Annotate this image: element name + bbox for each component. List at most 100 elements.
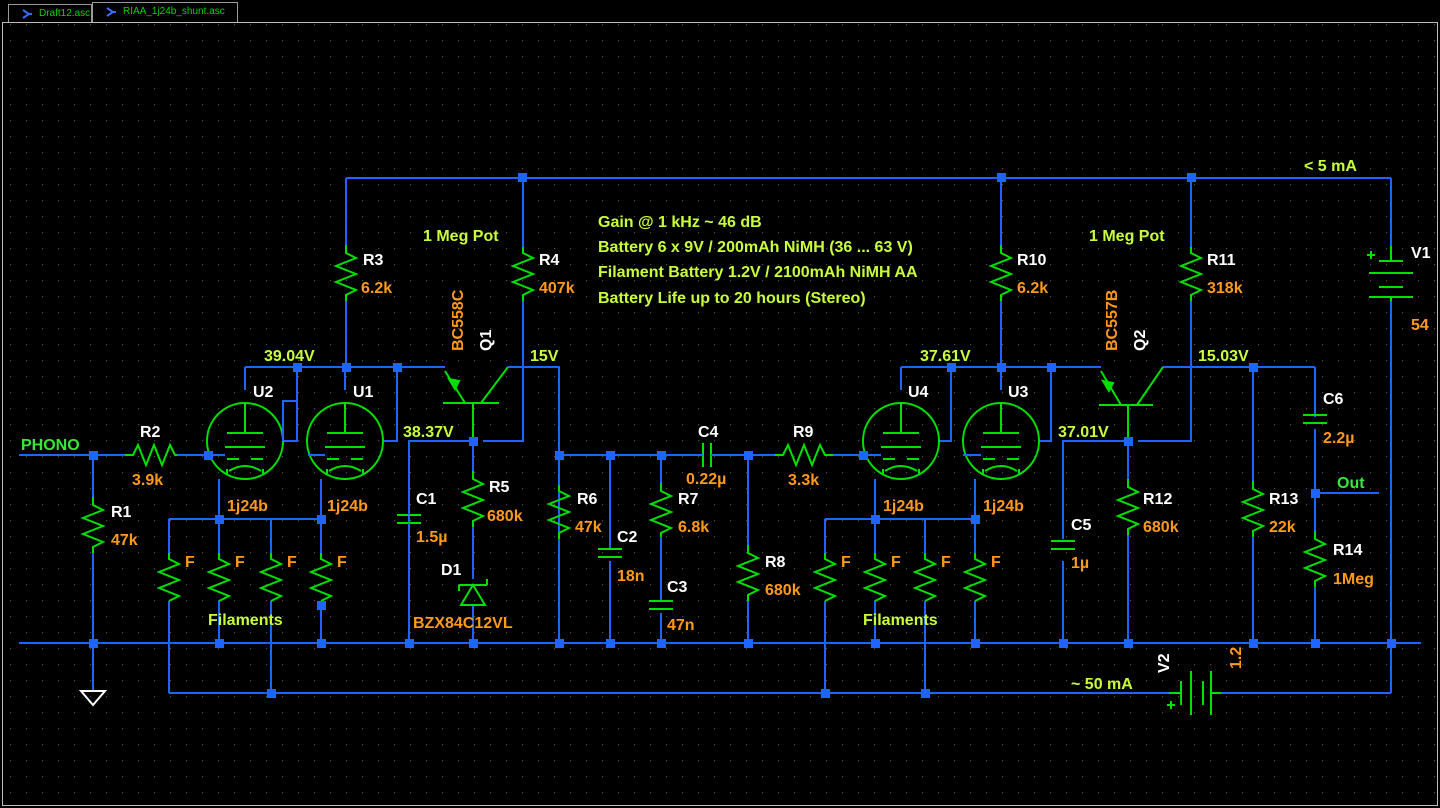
parts-c4-value: 0.22µ [686, 471, 726, 488]
transistors [443, 366, 1164, 441]
parts-r11-value: 318k [1207, 280, 1243, 297]
parts-r2-value: 3.9k [132, 472, 163, 489]
tube-grid-wires [208, 400, 981, 501]
R3 [333, 245, 359, 301]
parts-r10-value: 6.2k [1017, 280, 1048, 297]
R12 [1115, 479, 1141, 535]
parts-u3-name: U3 [1008, 384, 1029, 401]
parts-q1-value: BC558C [450, 289, 467, 351]
parts-c6-name: C6 [1323, 391, 1344, 408]
R10 [988, 245, 1014, 301]
parts-r8-value: 680k [765, 582, 801, 599]
parts-r3-name: R3 [363, 252, 384, 269]
parts-c6-value: 2.2µ [1323, 430, 1354, 447]
parts-r13-name: R13 [1269, 491, 1298, 508]
parts-r2-name: R2 [140, 424, 161, 441]
schematic-drawing[interactable]: Gain @ 1 kHz ~ 46 dB Battery 6 x 9V / 20… [3, 23, 1437, 805]
parts-u4-name: U4 [908, 384, 929, 401]
Q2 [1099, 366, 1164, 441]
note-gain: Gain @ 1 kHz ~ 46 dB [598, 214, 762, 231]
parts-c5-value: 1µ [1071, 555, 1089, 572]
cap-stubs [408, 441, 717, 643]
parts-r14-value: 1Meg [1333, 571, 1374, 588]
tubes [206, 402, 1040, 480]
schematic-icon [22, 9, 32, 19]
parts-c5-name: C5 [1071, 517, 1092, 534]
voltage-39: 39.04V [264, 348, 315, 365]
parts-u1-value: 1j24b [327, 498, 368, 515]
parts-r1-name: R1 [111, 504, 132, 521]
filaments-f: F [185, 554, 195, 571]
filaments-left: Filaments [208, 612, 283, 629]
grid [3, 23, 1437, 805]
parts-u4-value: 1j24b [883, 498, 924, 515]
parts-d1-value: BZX84C12VL [413, 615, 513, 632]
filaments-f: F [235, 554, 245, 571]
parts-u2-value: 1j24b [227, 498, 268, 515]
parts-v1-value: 54 [1411, 317, 1429, 334]
C3 [649, 600, 673, 610]
R6 [546, 485, 572, 539]
filaments-f: F [891, 554, 901, 571]
parts-r12-name: R12 [1143, 491, 1172, 508]
R1 [80, 497, 106, 553]
out-label: Out [1337, 475, 1365, 492]
parts-c1-value: 1.5µ [416, 529, 447, 546]
parts-d1-name: D1 [441, 562, 462, 579]
R14 [1302, 531, 1328, 587]
filaments-f: F [337, 554, 347, 571]
pot-left: 1 Meg Pot [423, 228, 499, 245]
filaments-f: F [287, 554, 297, 571]
battery-V1 [1367, 246, 1413, 301]
schematic-icon [106, 7, 116, 17]
filaments-f: F [841, 554, 851, 571]
parts-v1-name: V1 [1411, 245, 1431, 262]
filaments-f: F [941, 554, 951, 571]
parts-r8-name: R8 [765, 554, 786, 571]
parts-r11-name: R11 [1207, 252, 1236, 269]
parts-c4-name: C4 [698, 424, 719, 441]
tab-label: RIAA_1j24b_shunt.asc [123, 6, 225, 17]
tube-U4 [862, 402, 940, 480]
supply-current: < 5 mA [1304, 158, 1357, 175]
parts-r3-value: 6.2k [361, 280, 392, 297]
parts-r5-value: 680k [487, 508, 523, 525]
note-battery: Battery 6 x 9V / 200mAh NiMH (36 ... 63 … [598, 239, 913, 256]
C6 [1303, 414, 1327, 424]
parts-q1-name: Q1 [478, 330, 495, 351]
C5 [1051, 540, 1075, 550]
parts-r7-value: 6.8k [678, 519, 709, 536]
battery-V2 [1167, 671, 1221, 715]
parts-c3-name: C3 [667, 579, 688, 596]
R2 [125, 442, 177, 468]
C2 [598, 548, 622, 558]
Q1 [443, 366, 509, 441]
filament-current: ~ 50 mA [1071, 676, 1133, 693]
labels: Gain @ 1 kHz ~ 46 dB Battery 6 x 9V / 20… [21, 158, 1431, 693]
R7 [648, 483, 674, 537]
tab-label: Draft12.asc [39, 8, 91, 19]
R11 [1178, 247, 1204, 301]
R13 [1240, 481, 1266, 537]
parts-r6-name: R6 [577, 491, 598, 508]
note-battery-life: Battery Life up to 20 hours (Stereo) [598, 290, 866, 307]
R4 [510, 247, 536, 301]
tube-U3 [962, 402, 1040, 480]
parts-r6-value: 47k [575, 519, 602, 536]
parts-r10-name: R10 [1017, 252, 1046, 269]
zener-D1 [458, 579, 488, 606]
voltage-15: 15V [530, 348, 559, 365]
parts-r5-name: R5 [489, 479, 510, 496]
voltage-37-61: 37.61V [920, 348, 971, 365]
parts-v2-value: 1.2 [1228, 647, 1245, 669]
parts-r9-name: R9 [793, 424, 814, 441]
parts-u1-name: U1 [353, 384, 374, 401]
junctions [89, 173, 1396, 698]
parts-r4-name: R4 [539, 252, 560, 269]
tab-draft12[interactable]: Draft12.asc [8, 4, 92, 22]
voltage-38: 38.37V [403, 424, 454, 441]
R5 [460, 471, 486, 527]
parts-u3-value: 1j24b [983, 498, 1024, 515]
schematic-canvas[interactable]: Gain @ 1 kHz ~ 46 dB Battery 6 x 9V / 20… [2, 22, 1438, 806]
tab-riaa-1j24b-shunt[interactable]: RIAA_1j24b_shunt.asc [92, 2, 238, 22]
